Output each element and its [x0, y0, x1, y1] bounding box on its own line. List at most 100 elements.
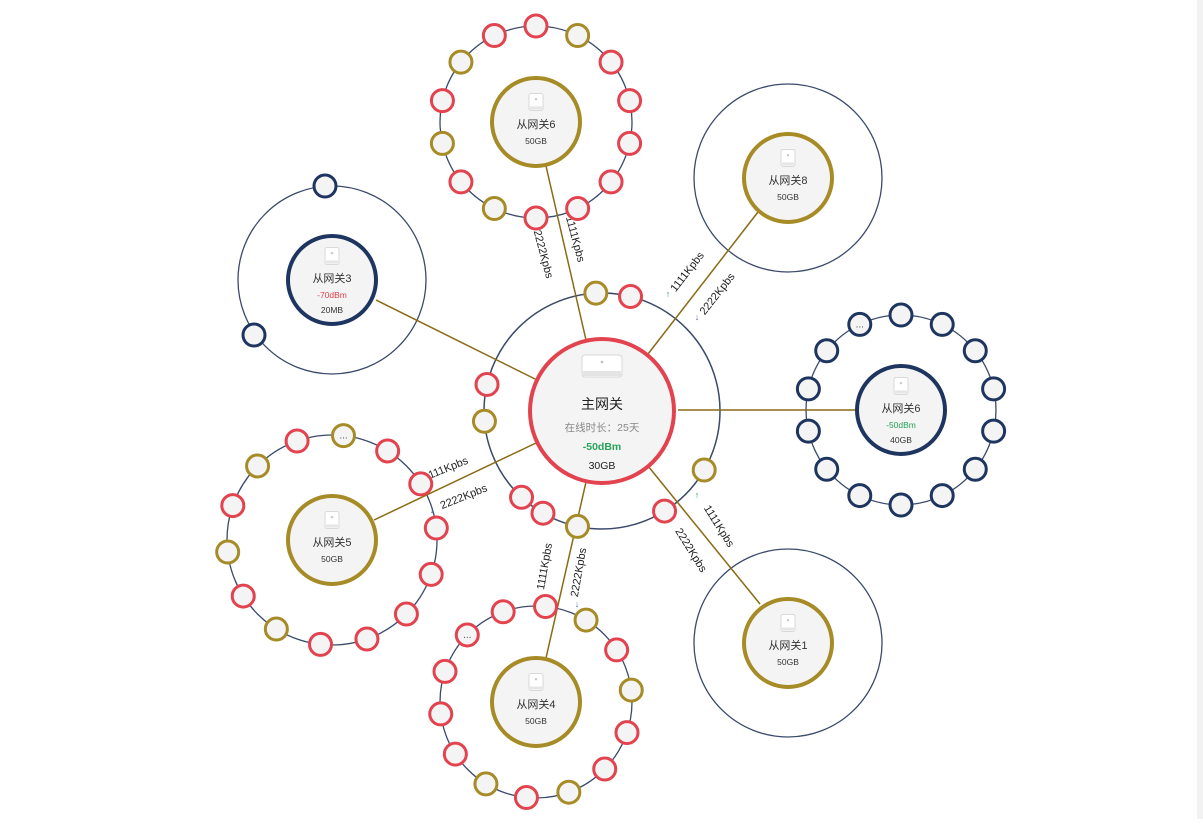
satellite-node[interactable]	[691, 457, 717, 483]
satellite-node[interactable]	[263, 616, 289, 642]
download-rate-label: 2222Kpbs	[569, 547, 590, 598]
satellite-node[interactable]	[215, 539, 241, 565]
sub-gateway-circle[interactable]	[742, 597, 834, 689]
satellite-node[interactable]	[604, 637, 630, 663]
satellite-node[interactable]	[795, 418, 821, 444]
satellite-node[interactable]	[442, 741, 468, 767]
orbit-ring-g1	[693, 548, 883, 738]
sub-gateway-name: 从网关6	[881, 401, 920, 415]
satellite-node[interactable]	[220, 493, 246, 519]
satellite-node[interactable]	[962, 338, 988, 364]
satellite-node[interactable]	[847, 483, 873, 509]
sub-gateway-g6top[interactable]: 从网关6 50GB	[490, 76, 582, 168]
satellite-node[interactable]	[814, 456, 840, 482]
satellite-node[interactable]	[230, 583, 256, 609]
more-indicator[interactable]: ...	[339, 431, 347, 442]
satellite-node[interactable]	[981, 376, 1007, 402]
satellite-node[interactable]	[454, 622, 480, 648]
more-indicator[interactable]: ...	[856, 319, 864, 330]
storage-size: 50GB	[525, 136, 547, 146]
more-indicator[interactable]: ...	[463, 630, 471, 641]
satellite-node[interactable]	[573, 607, 599, 633]
satellite-node[interactable]	[523, 13, 549, 39]
satellite-node[interactable]	[448, 169, 474, 195]
sub-gateway-circle[interactable]	[490, 76, 582, 168]
satellite-node[interactable]	[284, 428, 310, 454]
satellite-node[interactable]	[617, 88, 643, 114]
satellite-node[interactable]	[652, 498, 678, 524]
satellite-node[interactable]	[795, 376, 821, 402]
satellite-node[interactable]	[814, 338, 840, 364]
satellite-node[interactable]	[429, 130, 455, 156]
satellite-node[interactable]	[429, 88, 455, 114]
sub-gateway-circle[interactable]	[742, 132, 834, 224]
satellite-node[interactable]	[618, 284, 644, 310]
satellite-node[interactable]	[513, 785, 539, 811]
satellite-node[interactable]	[981, 418, 1007, 444]
satellite-node[interactable]	[481, 195, 507, 221]
satellite-node[interactable]	[565, 23, 591, 49]
satellite-node[interactable]	[888, 302, 914, 328]
satellite-node[interactable]	[418, 561, 444, 587]
satellite-node[interactable]	[592, 756, 618, 782]
upload-arrow-icon: ↑	[666, 289, 671, 299]
satellite-node[interactable]	[490, 599, 516, 625]
satellite-node[interactable]	[448, 49, 474, 75]
satellite-node[interactable]	[375, 438, 401, 464]
sub-gateway-circle[interactable]	[286, 494, 378, 586]
sub-gateway-name: 从网关6	[516, 117, 555, 131]
sub-gateway-circle[interactable]	[286, 234, 378, 326]
satellite-node[interactable]	[408, 471, 434, 497]
satellite-node[interactable]	[471, 408, 497, 434]
satellite-node[interactable]	[530, 500, 556, 526]
satellite-node[interactable]	[523, 205, 549, 231]
storage-size: 50GB	[777, 192, 799, 202]
satellite-node[interactable]	[509, 484, 535, 510]
sub-gateway-circle[interactable]	[855, 364, 947, 456]
satellite-node[interactable]	[241, 322, 267, 348]
vertical-scrollbar[interactable]	[1197, 0, 1203, 819]
satellite-node[interactable]	[473, 771, 499, 797]
satellite-node[interactable]	[312, 173, 338, 199]
satellite-node[interactable]	[614, 720, 640, 746]
satellite-node[interactable]	[565, 195, 591, 221]
storage-size: 50GB	[525, 716, 547, 726]
satellite-node[interactable]	[847, 311, 873, 337]
satellite-node[interactable]	[393, 601, 419, 627]
satellite-node[interactable]	[929, 483, 955, 509]
satellite-node[interactable]	[481, 23, 507, 49]
main-gateway-circle[interactable]	[528, 337, 676, 485]
satellite-node[interactable]	[583, 280, 609, 306]
sub-gateway-circle[interactable]	[490, 656, 582, 748]
satellite-node[interactable]	[533, 593, 559, 619]
satellite-node[interactable]	[598, 49, 624, 75]
satellite-node[interactable]	[245, 453, 271, 479]
satellite-node[interactable]	[556, 779, 582, 805]
satellite-node[interactable]	[308, 631, 334, 657]
satellite-node[interactable]	[423, 515, 449, 541]
satellite-node[interactable]	[617, 130, 643, 156]
satellite-node[interactable]	[354, 626, 380, 652]
satellite-node[interactable]	[962, 456, 988, 482]
signal-strength: -50dBm	[886, 420, 916, 430]
satellite-node[interactable]	[888, 492, 914, 518]
satellite-node[interactable]	[330, 423, 356, 449]
satellite-node[interactable]	[564, 513, 590, 539]
satellite-node[interactable]	[474, 371, 500, 397]
satellite-node[interactable]	[929, 311, 955, 337]
sub-gateway-name: 从网关5	[312, 535, 351, 549]
satellite-node[interactable]	[428, 701, 454, 727]
satellite-node[interactable]	[432, 658, 458, 684]
satellite-node[interactable]	[598, 169, 624, 195]
link-line-g1	[647, 465, 761, 605]
upload-rate-label: 1111Kpbs	[668, 250, 707, 295]
device-icon	[324, 511, 340, 529]
satellite-node[interactable]	[618, 677, 644, 703]
